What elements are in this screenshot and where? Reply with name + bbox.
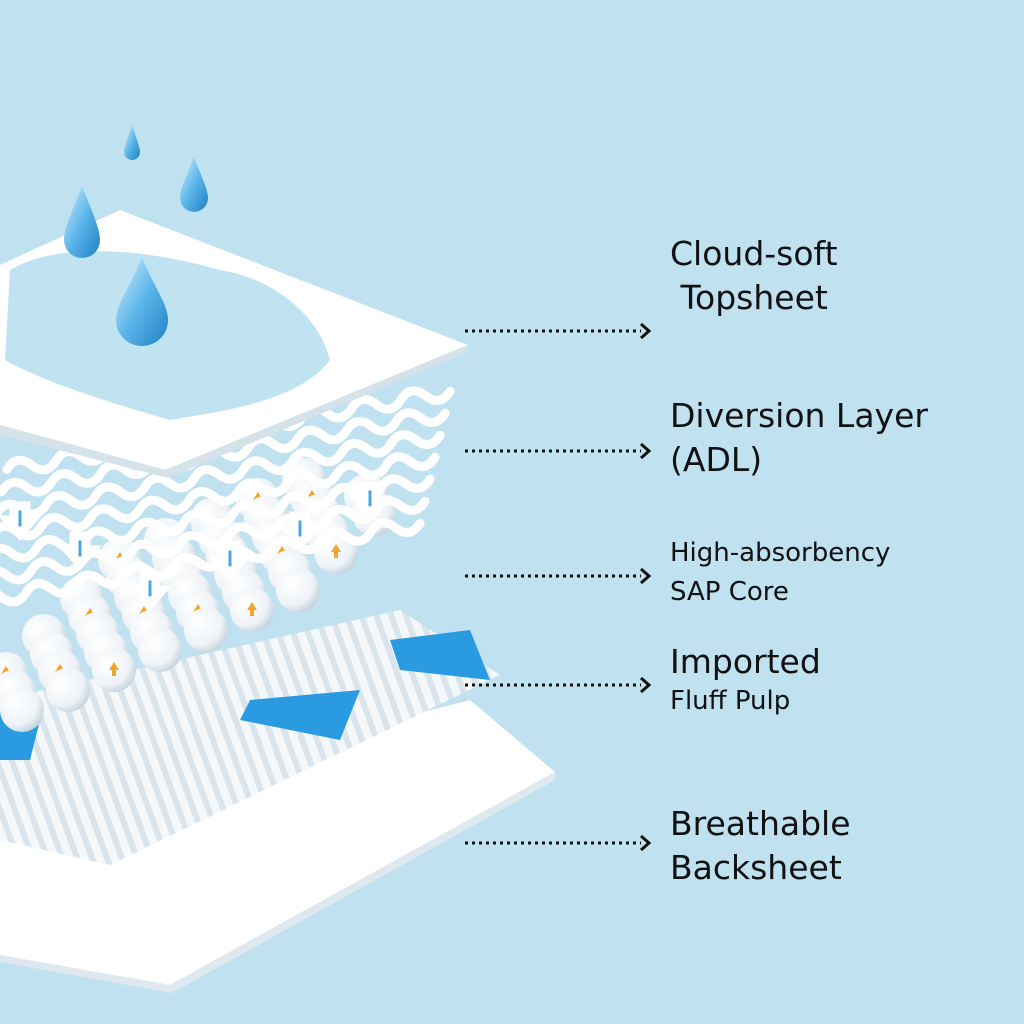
label-sap-core: High-absorbency SAP Core — [670, 534, 890, 612]
adl-fiber — [0, 518, 425, 607]
dotted-arrow-icon — [465, 567, 652, 585]
sap-bead — [184, 608, 228, 652]
arrow-down-icon — [128, 571, 172, 611]
arrow-up-icon — [331, 544, 341, 558]
arrow-down-icon — [0, 501, 42, 541]
adl-fiber — [0, 496, 430, 585]
label-line: High-absorbency — [670, 538, 891, 568]
dotted-arrow-icon — [465, 676, 652, 694]
label-line: Imported — [670, 642, 821, 681]
water-drop-icon — [116, 258, 168, 346]
arrow-down-icon — [348, 481, 392, 521]
label-line: Backsheet — [670, 847, 842, 887]
arrow-up-icon — [109, 662, 119, 676]
sap-bead — [46, 668, 90, 712]
sap-bead — [0, 688, 44, 732]
arrow-down-icon — [278, 511, 322, 551]
water-drops — [64, 125, 208, 346]
dotted-arrow-icon — [465, 834, 652, 852]
adl-layer — [0, 386, 455, 611]
label-topsheet: Cloud-soft Topsheet — [670, 232, 838, 319]
dotted-arrow-icon — [465, 322, 652, 340]
label-line: (ADL) — [670, 439, 763, 479]
water-drop-icon — [64, 186, 100, 258]
arrow-up-icon — [247, 602, 257, 616]
label-line: Topsheet — [670, 277, 828, 317]
arrow-down-icon — [58, 531, 102, 571]
arrow-down-icon — [208, 541, 252, 581]
label-line: SAP Core — [670, 577, 789, 607]
label-backsheet: Breathable Backsheet — [670, 802, 851, 889]
adl-fiber — [0, 474, 435, 563]
label-line: Cloud-soft — [670, 234, 838, 273]
label-adl: Diversion Layer (ADL) — [670, 394, 928, 481]
label-line: Breathable — [670, 804, 851, 843]
label-line: Fluff Pulp — [670, 685, 791, 716]
adl-fiber — [0, 452, 440, 541]
water-drop-icon — [124, 125, 140, 160]
water-drop-icon — [180, 157, 208, 212]
label-fluff-pulp: Imported Fluff Pulp — [670, 640, 821, 718]
sap-bead — [276, 568, 320, 612]
sap-bead — [138, 628, 182, 672]
adl-fiber — [0, 430, 445, 519]
label-line: Diversion Layer — [670, 396, 928, 435]
dotted-arrow-icon — [465, 442, 652, 460]
backsheet-layer — [0, 700, 555, 985]
